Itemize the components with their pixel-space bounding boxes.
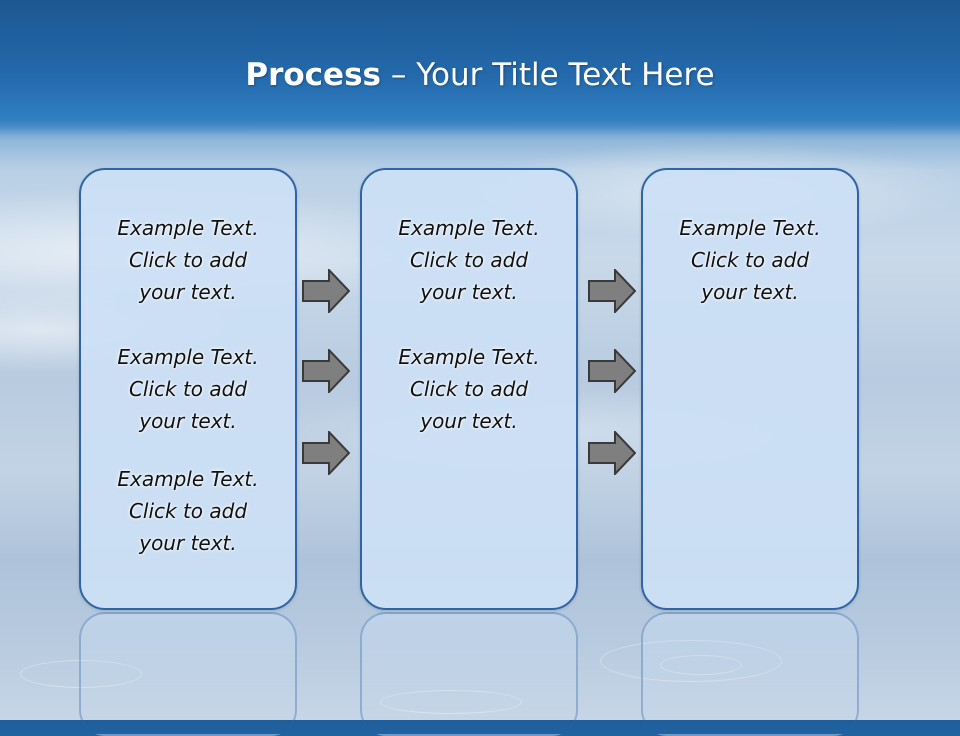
text-line: your text. [420,280,518,304]
right-arrow-icon [588,431,636,475]
panel-reflection [79,612,297,736]
panel-reflection [360,612,578,736]
water-ripple [20,660,142,688]
title-band [0,0,960,135]
water-ripple [660,655,742,675]
text-line: your text. [139,409,237,433]
panel-reflection [641,612,859,736]
text-line: Click to add [128,499,248,523]
text-line: Click to add [690,248,810,272]
title-bold: Process [245,57,381,93]
right-arrow-icon [302,269,350,313]
process-step-panel-3[interactable]: Example Text. Click to add your text. [641,168,859,610]
text-placeholder[interactable]: Example Text. Click to add your text. [362,341,576,437]
text-line: your text. [139,280,237,304]
text-line: Example Text. [117,345,259,369]
text-line: Example Text. [117,467,259,491]
title-rest: – Your Title Text Here [381,57,715,93]
text-placeholder[interactable]: Example Text. Click to add your text. [81,341,295,437]
text-line: Example Text. [117,216,259,240]
process-step-panel-1[interactable]: Example Text. Click to add your text. Ex… [79,168,297,610]
text-line: Click to add [409,248,529,272]
slide-title[interactable]: Process – Your Title Text Here [0,52,960,98]
text-line: Example Text. [398,216,540,240]
water-ripple [600,640,782,682]
right-arrow-icon [302,349,350,393]
water-ripple [380,690,522,714]
right-arrow-icon [302,431,350,475]
text-line: Click to add [128,377,248,401]
process-step-panel-2[interactable]: Example Text. Click to add your text. Ex… [360,168,578,610]
text-placeholder[interactable]: Example Text. Click to add your text. [643,212,857,308]
right-arrow-icon [588,269,636,313]
text-line: Example Text. [679,216,821,240]
text-line: Click to add [409,377,529,401]
text-line: Example Text. [398,345,540,369]
text-line: your text. [701,280,799,304]
text-line: Click to add [128,248,248,272]
text-placeholder[interactable]: Example Text. Click to add your text. [81,463,295,559]
text-placeholder[interactable]: Example Text. Click to add your text. [81,212,295,308]
text-line: your text. [139,531,237,555]
right-arrow-icon [588,349,636,393]
text-line: your text. [420,409,518,433]
text-placeholder[interactable]: Example Text. Click to add your text. [362,212,576,308]
